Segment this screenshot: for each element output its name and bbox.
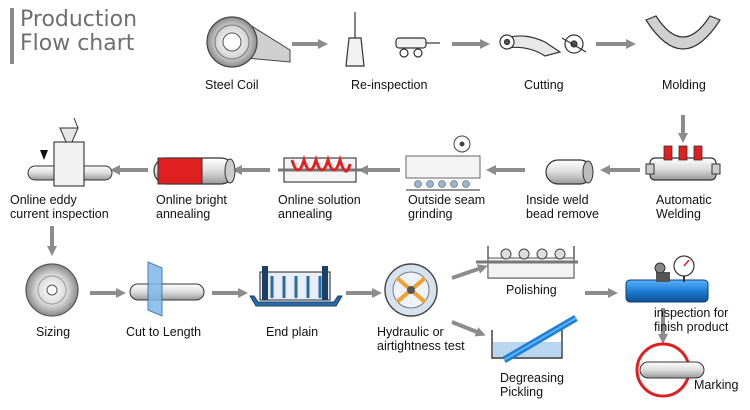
degreasing-icon xyxy=(491,314,578,364)
automatic-welding-icon xyxy=(645,145,721,181)
label-online-solution-2: annealing xyxy=(278,207,333,221)
label-online-eddy-2: current inspection xyxy=(10,207,109,221)
title-line-2: Flow chart xyxy=(20,31,135,56)
label-online-solution-1: Online solution xyxy=(278,193,361,207)
label-steel-coil: Steel Coil xyxy=(205,78,259,92)
label-inside-weld-1: Inside weld xyxy=(526,193,589,207)
molding-icon xyxy=(645,15,721,50)
steel-coil-icon xyxy=(206,16,291,68)
end-plain-icon xyxy=(249,266,343,307)
polishing-icon xyxy=(476,246,578,279)
label-cutting: Cutting xyxy=(524,78,564,92)
online-bright-icon xyxy=(153,157,236,185)
title-block: Production Flow chart xyxy=(10,8,137,64)
marking-icon xyxy=(635,342,705,398)
outside-seam-icon xyxy=(405,135,481,191)
title-accent-bar xyxy=(10,8,14,64)
label-outside-seam-2: grinding xyxy=(408,207,453,221)
online-solution-icon xyxy=(278,154,362,183)
sizing-icon xyxy=(25,263,79,317)
label-automatic-welding-2: Welding xyxy=(656,207,701,221)
label-automatic-welding-1: Automatic xyxy=(656,193,712,207)
flow-arrows xyxy=(47,39,688,344)
arrow-hydraulic-to-degreasing xyxy=(451,320,486,337)
label-outside-seam-1: Outside seam xyxy=(408,193,486,207)
cut-to-length-icon xyxy=(129,261,205,317)
title-line-1: Production xyxy=(20,7,138,32)
label-inside-weld-2: bead remove xyxy=(526,207,599,221)
label-sizing: Sizing xyxy=(36,325,71,339)
online-eddy-icon xyxy=(27,117,113,187)
label-online-eddy-1: Online eddy xyxy=(10,193,77,207)
label-marking: Marking xyxy=(694,378,739,392)
label-hydraulic-2: airtightness test xyxy=(377,339,465,353)
inside-weld-icon xyxy=(545,159,594,185)
hydraulic-icon xyxy=(384,263,438,317)
label-end-plain: End plain xyxy=(266,325,319,339)
label-online-bright-2: annealing xyxy=(156,207,211,221)
label-molding: Molding xyxy=(662,78,706,92)
label-online-bright-1: Online bright xyxy=(156,193,227,207)
arrow-hydraulic-to-polishing xyxy=(451,264,488,280)
label-degreasing-1: Degreasing xyxy=(500,371,564,385)
label-degreasing-2: Pickling xyxy=(500,385,544,399)
finish-inspection-icon xyxy=(625,255,709,303)
label-inspection-finish-1: inspection for xyxy=(654,306,729,320)
label-hydraulic-1: Hydraulic or xyxy=(377,325,444,339)
re-inspection-icon xyxy=(345,12,440,67)
cutting-icon xyxy=(499,34,587,57)
label-inspection-finish-2: finish product xyxy=(654,320,729,334)
label-polishing: Polishing xyxy=(506,283,557,297)
label-cut-to-length: Cut to Length xyxy=(126,325,202,339)
label-re-inspection: Re-inspection xyxy=(351,78,428,92)
